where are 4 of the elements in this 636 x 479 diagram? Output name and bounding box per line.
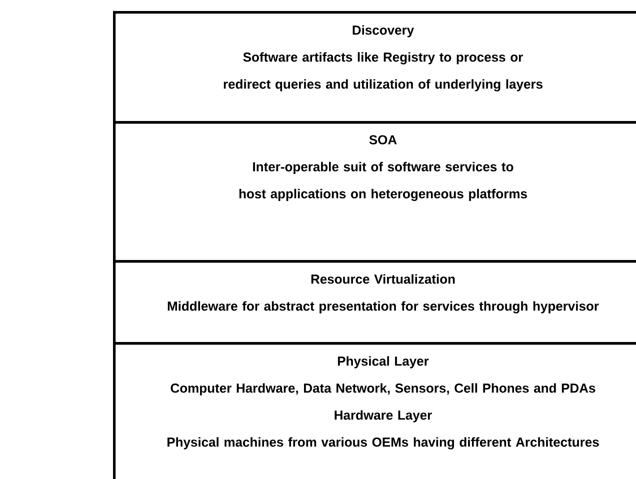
layer-band: Physical Layer Computer Hardware, Data Network, Sensors, Cell Phones and PDAs Hardware Layer Physical machines from various OEMs having different Architectures (113, 342, 636, 479)
layer-band: Discovery Software artifacts like Registry to process or redirect queries and utilization of underlying layers (113, 10, 636, 124)
layer-band: Resource Virtualization Middleware for abstract presentation for services through hypervisor (113, 260, 636, 345)
layer-band: SOA Inter-operable suit of software services to host applications on heterogeneous platforms (113, 121, 636, 263)
